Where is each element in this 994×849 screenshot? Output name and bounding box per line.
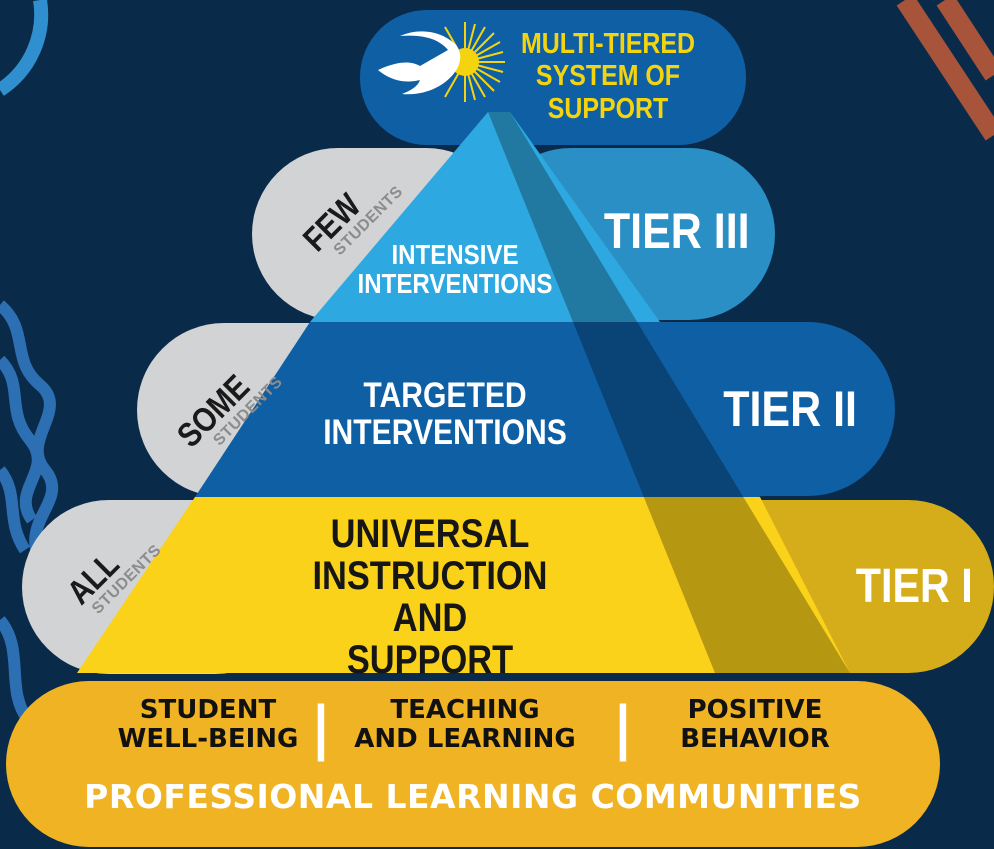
pillar-student-well-being: STUDENT WELL-BEING xyxy=(108,695,308,755)
pillar-line: BEHAVIOR xyxy=(680,724,830,755)
pillar-line: AND LEARNING xyxy=(354,724,576,755)
pillar-line: WELL-BEING xyxy=(117,724,299,755)
background-decoration xyxy=(0,0,994,804)
tier-1-section-label: UNIVERSAL INSTRUCTION AND SUPPORT xyxy=(305,513,554,681)
section-line: INTERVENTIONS xyxy=(323,412,567,452)
tier-1-label: TIER I xyxy=(855,560,973,613)
pillar-divider: | xyxy=(310,694,332,762)
section-line: INTENSIVE xyxy=(391,239,519,270)
foundation-base xyxy=(6,681,940,847)
header-title-line: SYSTEM OF xyxy=(535,60,681,93)
pillar-line: POSITIVE xyxy=(687,695,823,725)
section-line: UNIVERSAL xyxy=(330,512,530,556)
section-line: AND SUPPORT xyxy=(346,596,514,682)
pyramid-tier-1 xyxy=(77,497,850,673)
pyramid-tier-2 xyxy=(195,322,760,497)
header-pill xyxy=(360,10,746,145)
foundation-title: PROFESSIONAL LEARNING COMMUNITIES xyxy=(84,777,862,816)
pillar-line: STUDENT xyxy=(139,695,277,725)
header-title-line: SUPPORT xyxy=(547,92,669,125)
tier-2-section-label: TARGETED INTERVENTIONS xyxy=(320,376,569,452)
header-title: MULTI-TIERED SYSTEM OF SUPPORT xyxy=(513,28,702,125)
section-line: INSTRUCTION xyxy=(312,554,548,598)
section-line: TARGETED xyxy=(363,376,527,415)
pyramid-shadow-face xyxy=(488,112,850,673)
tier-3-section-label: INTENSIVE INTERVENTIONS xyxy=(356,240,554,299)
header-title-line: MULTI-TIERED xyxy=(520,28,696,60)
sun-dove-icon xyxy=(378,22,505,102)
pillar-line: TEACHING xyxy=(390,695,540,725)
pillar-divider: | xyxy=(612,694,634,762)
pillar-positive-behavior: POSITIVE BEHAVIOR xyxy=(660,695,850,755)
pyramid-tier-3 xyxy=(310,112,660,322)
section-line: INTERVENTIONS xyxy=(357,268,553,300)
tier-3-label: TIER III xyxy=(603,203,750,259)
pillar-teaching-and-learning: TEACHING AND LEARNING xyxy=(340,695,590,755)
tier-2-label: TIER II xyxy=(723,381,857,437)
